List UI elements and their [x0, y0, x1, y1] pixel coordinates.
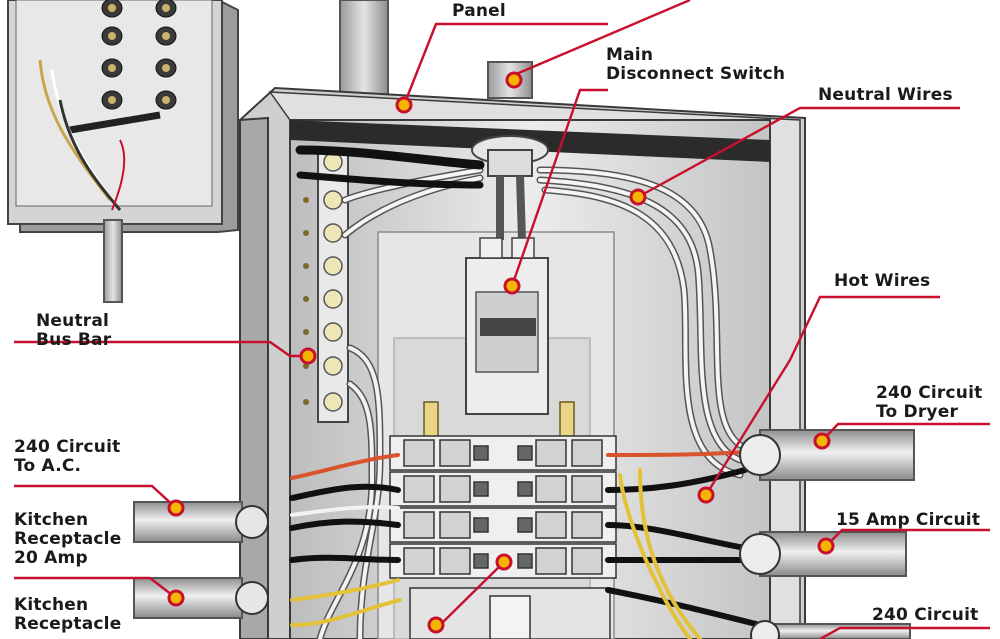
hot-wires-left: [289, 453, 402, 627]
meter-box-inset: [7, 0, 239, 303]
label-neutral-bus-bar: Neutral Bus Bar: [36, 311, 112, 350]
marker-15-amp: [817, 537, 835, 555]
service-mast-pipe: [339, 0, 389, 101]
label-kitchen-receptacle-1: Kitchen Receptacle 20 Amp: [14, 510, 122, 568]
left-cables: [133, 501, 269, 619]
marker-breaker: [495, 553, 513, 571]
marker-hot-wires: [697, 486, 715, 504]
marker-240-ac: [167, 499, 185, 517]
hot-wires-right: [605, 450, 763, 639]
top-cable-connector: [471, 135, 549, 241]
label-neutral-wires: Neutral Wires: [818, 85, 953, 105]
marker-neutral-wires: [629, 188, 647, 206]
branch-breakers: [389, 435, 617, 639]
label-panel: Panel: [452, 1, 506, 21]
marker-main-disconnect: [503, 277, 521, 295]
leader-lines: [14, 0, 990, 639]
label-hot-wires: Hot Wires: [834, 271, 931, 291]
marker-240-dryer: [813, 432, 831, 450]
main-disconnect-breaker: [465, 237, 549, 415]
marker-top-conduit: [505, 71, 523, 89]
label-main-disconnect-switch: Main Disconnect Switch: [606, 45, 786, 84]
label-240-circuit-dryer: 240 Circuit To Dryer: [876, 383, 983, 422]
label-markers: [167, 71, 835, 634]
marker-panel: [395, 96, 413, 114]
marker-lower: [427, 616, 445, 634]
label-kitchen-receptacle-2: Kitchen Receptacle: [14, 595, 122, 634]
label-240-circuit: 240 Circuit: [872, 605, 979, 625]
label-240-circuit-ac: 240 Circuit To A.C.: [14, 437, 121, 476]
label-15-amp-circuit: 15 Amp Circuit: [836, 510, 981, 530]
marker-neutral-bus-bar: [299, 347, 317, 365]
neutral-bus-bar: [303, 149, 349, 423]
marker-kitchen-2: [167, 589, 185, 607]
